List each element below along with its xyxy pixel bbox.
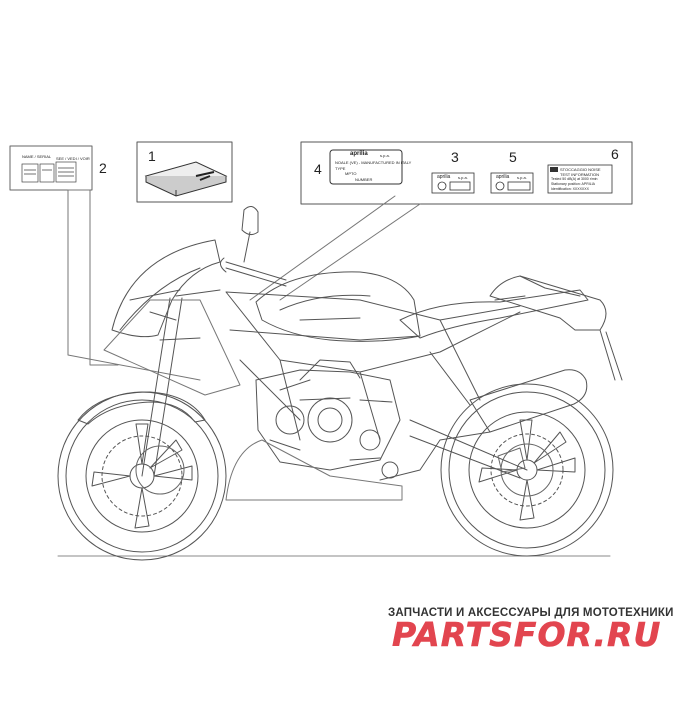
- callout-number-2: 2: [99, 160, 107, 176]
- fuel-tank: [255, 271, 421, 342]
- watermark-brand: PARTSFOR.RU: [392, 615, 661, 654]
- decal-4-brand: aprilia: [350, 151, 368, 157]
- decal-4-line1: NOALE (VE) - MANUFACTURED IN ITALY: [335, 160, 412, 165]
- decal-4-company: s.p.a.: [380, 153, 390, 158]
- decal-4-line4: NUMBER: [355, 177, 373, 182]
- leader-line-box2: [249, 195, 396, 301]
- engine: [255, 359, 401, 479]
- callout-number-3: 3: [451, 149, 459, 165]
- item-2-label-sheet: [21, 161, 77, 183]
- callout-number-5: 5: [509, 149, 517, 165]
- leader-line-2: [89, 189, 119, 366]
- decal-5: [490, 172, 534, 194]
- callout-number-6: 6: [611, 146, 619, 162]
- tail-section: [489, 275, 607, 331]
- watermark-tagline: ЗАПЧАСТИ И АКСЕССУАРЫ ДЛЯ МОТОТЕХНИКИ: [388, 607, 674, 619]
- front-fairing: [111, 239, 221, 338]
- callout-box-3-6: [300, 141, 633, 205]
- callout-box-2: [9, 145, 93, 191]
- decal-4-plate: [329, 149, 403, 185]
- decal-6-noise-label: [547, 164, 613, 194]
- decal-2-line1: NAME / SERIAL: [22, 154, 52, 159]
- leader-line-box: [279, 203, 421, 301]
- exhaust: [469, 369, 588, 433]
- leader-line-2b: [67, 189, 201, 381]
- decal-3-brand: aprilia: [437, 174, 451, 180]
- decal-6-line4: Stationary position: APRILIA: [551, 182, 595, 186]
- callout-number-1: 1: [148, 148, 156, 164]
- frame: [225, 291, 521, 441]
- lower-fairing: [225, 439, 403, 501]
- decal-6-line3: Tested 50 dB(A) at 3000 r/min: [551, 177, 598, 181]
- front-fender: [77, 391, 206, 425]
- decal-6-line2: TEST INFORMATION: [560, 172, 599, 177]
- decal-5-brand: aprilia: [496, 174, 510, 180]
- front-fork: [141, 289, 221, 477]
- decal-3: [431, 172, 475, 194]
- decal-4-line3: MPTO: [345, 171, 357, 176]
- callout-box-1: [136, 141, 233, 203]
- handlebar: [220, 257, 287, 287]
- decal-6-line5: Identification: XXXXXXX: [551, 187, 589, 191]
- partsfor-logo: PARTSFOR.RU: [392, 615, 661, 655]
- decal-4-line2: TYPE: [335, 166, 346, 171]
- decal-3-company: s.p.a.: [458, 175, 468, 180]
- callout-number-4: 4: [314, 161, 322, 177]
- decal-2-line2: SEE / VEDI / VOIR: [56, 156, 90, 161]
- item-1-manual: [144, 161, 228, 197]
- decal-6-line1: STOCCAGGIO NOISE: [560, 167, 601, 172]
- mirror: [241, 206, 259, 263]
- rear-wheel: [440, 383, 614, 557]
- decal-5-company: s.p.a.: [517, 175, 527, 180]
